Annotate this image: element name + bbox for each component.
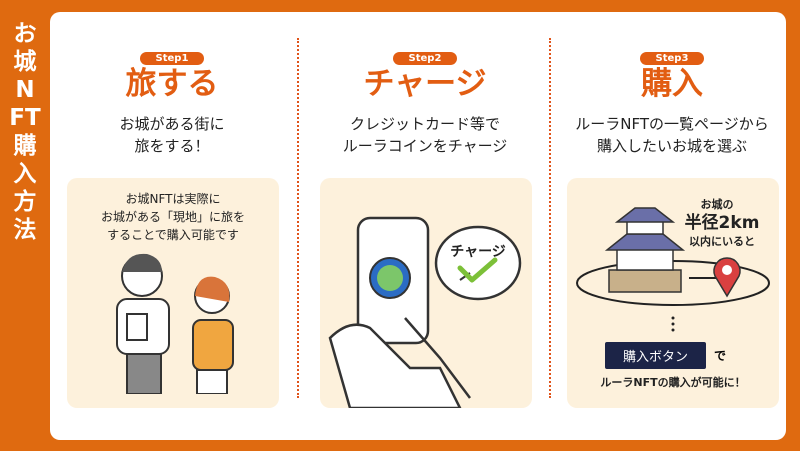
step-subtitle: お城がある街に 旅をする！ bbox=[119, 115, 225, 155]
step-info-box: お城の 半径2km 以内にいると 購入ボタン で ルーラNFTの購入が可能に！ bbox=[567, 178, 779, 408]
step2-column: Step2 チャージ クレジットカード等で ルーラコインをチャージ チャージ bbox=[310, 12, 540, 408]
radius-pre: お城の bbox=[701, 197, 734, 211]
step1-column: Step1 旅する お城がある街に 旅をする！ お城NFTは実際に お城がある「… bbox=[57, 12, 287, 408]
button-suffix: で bbox=[714, 349, 727, 363]
step-badge: Step3 bbox=[639, 52, 705, 65]
step-subtitle: クレジットカード等で ルーラコインをチャージ bbox=[342, 115, 508, 155]
step-title: チャージ bbox=[363, 66, 487, 102]
purchase-button[interactable]: 購入ボタン bbox=[605, 342, 707, 369]
step-info-box: お城NFTは実際に お城がある「現地」に旅を することで購入可能です bbox=[67, 178, 279, 408]
box-text: お城NFTは実際に お城がある「現地」に旅を することで購入可能です bbox=[100, 192, 245, 242]
step3-column: Step3 購入 ルーラNFTの一覧ページから 購入したいお城を選ぶ お城の 半… bbox=[557, 12, 787, 408]
step-badge: Step1 bbox=[139, 52, 205, 65]
step-title: 購入 bbox=[641, 66, 703, 102]
bubble-text: チャージ bbox=[450, 244, 506, 260]
travelers-illustration bbox=[116, 253, 234, 394]
purchase-row: 購入ボタン で bbox=[605, 342, 726, 369]
radius-main: 半径2km bbox=[685, 212, 760, 233]
step-subtitle: ルーラNFTの一覧ページから 購入したいお城を選ぶ bbox=[575, 115, 769, 155]
step-info-box: チャージ bbox=[320, 178, 532, 408]
radius-post: 以内にいると bbox=[689, 234, 755, 248]
check-icon bbox=[457, 257, 498, 283]
result-text: ルーラNFTの購入が可能に！ bbox=[600, 376, 746, 389]
location-pin-icon bbox=[713, 257, 741, 298]
step-title: 旅する bbox=[125, 66, 219, 102]
divider bbox=[297, 38, 299, 398]
main-panel: Step1 旅する お城がある街に 旅をする！ お城NFTは実際に お城がある「… bbox=[50, 12, 786, 440]
castle-radius-illustration: お城の 半径2km 以内にいると bbox=[576, 197, 770, 332]
divider bbox=[549, 38, 551, 398]
step-badge: Step2 bbox=[392, 52, 458, 65]
phone-charge-illustration: チャージ bbox=[328, 216, 522, 408]
side-title: お城NFT購入方法 bbox=[9, 21, 41, 243]
